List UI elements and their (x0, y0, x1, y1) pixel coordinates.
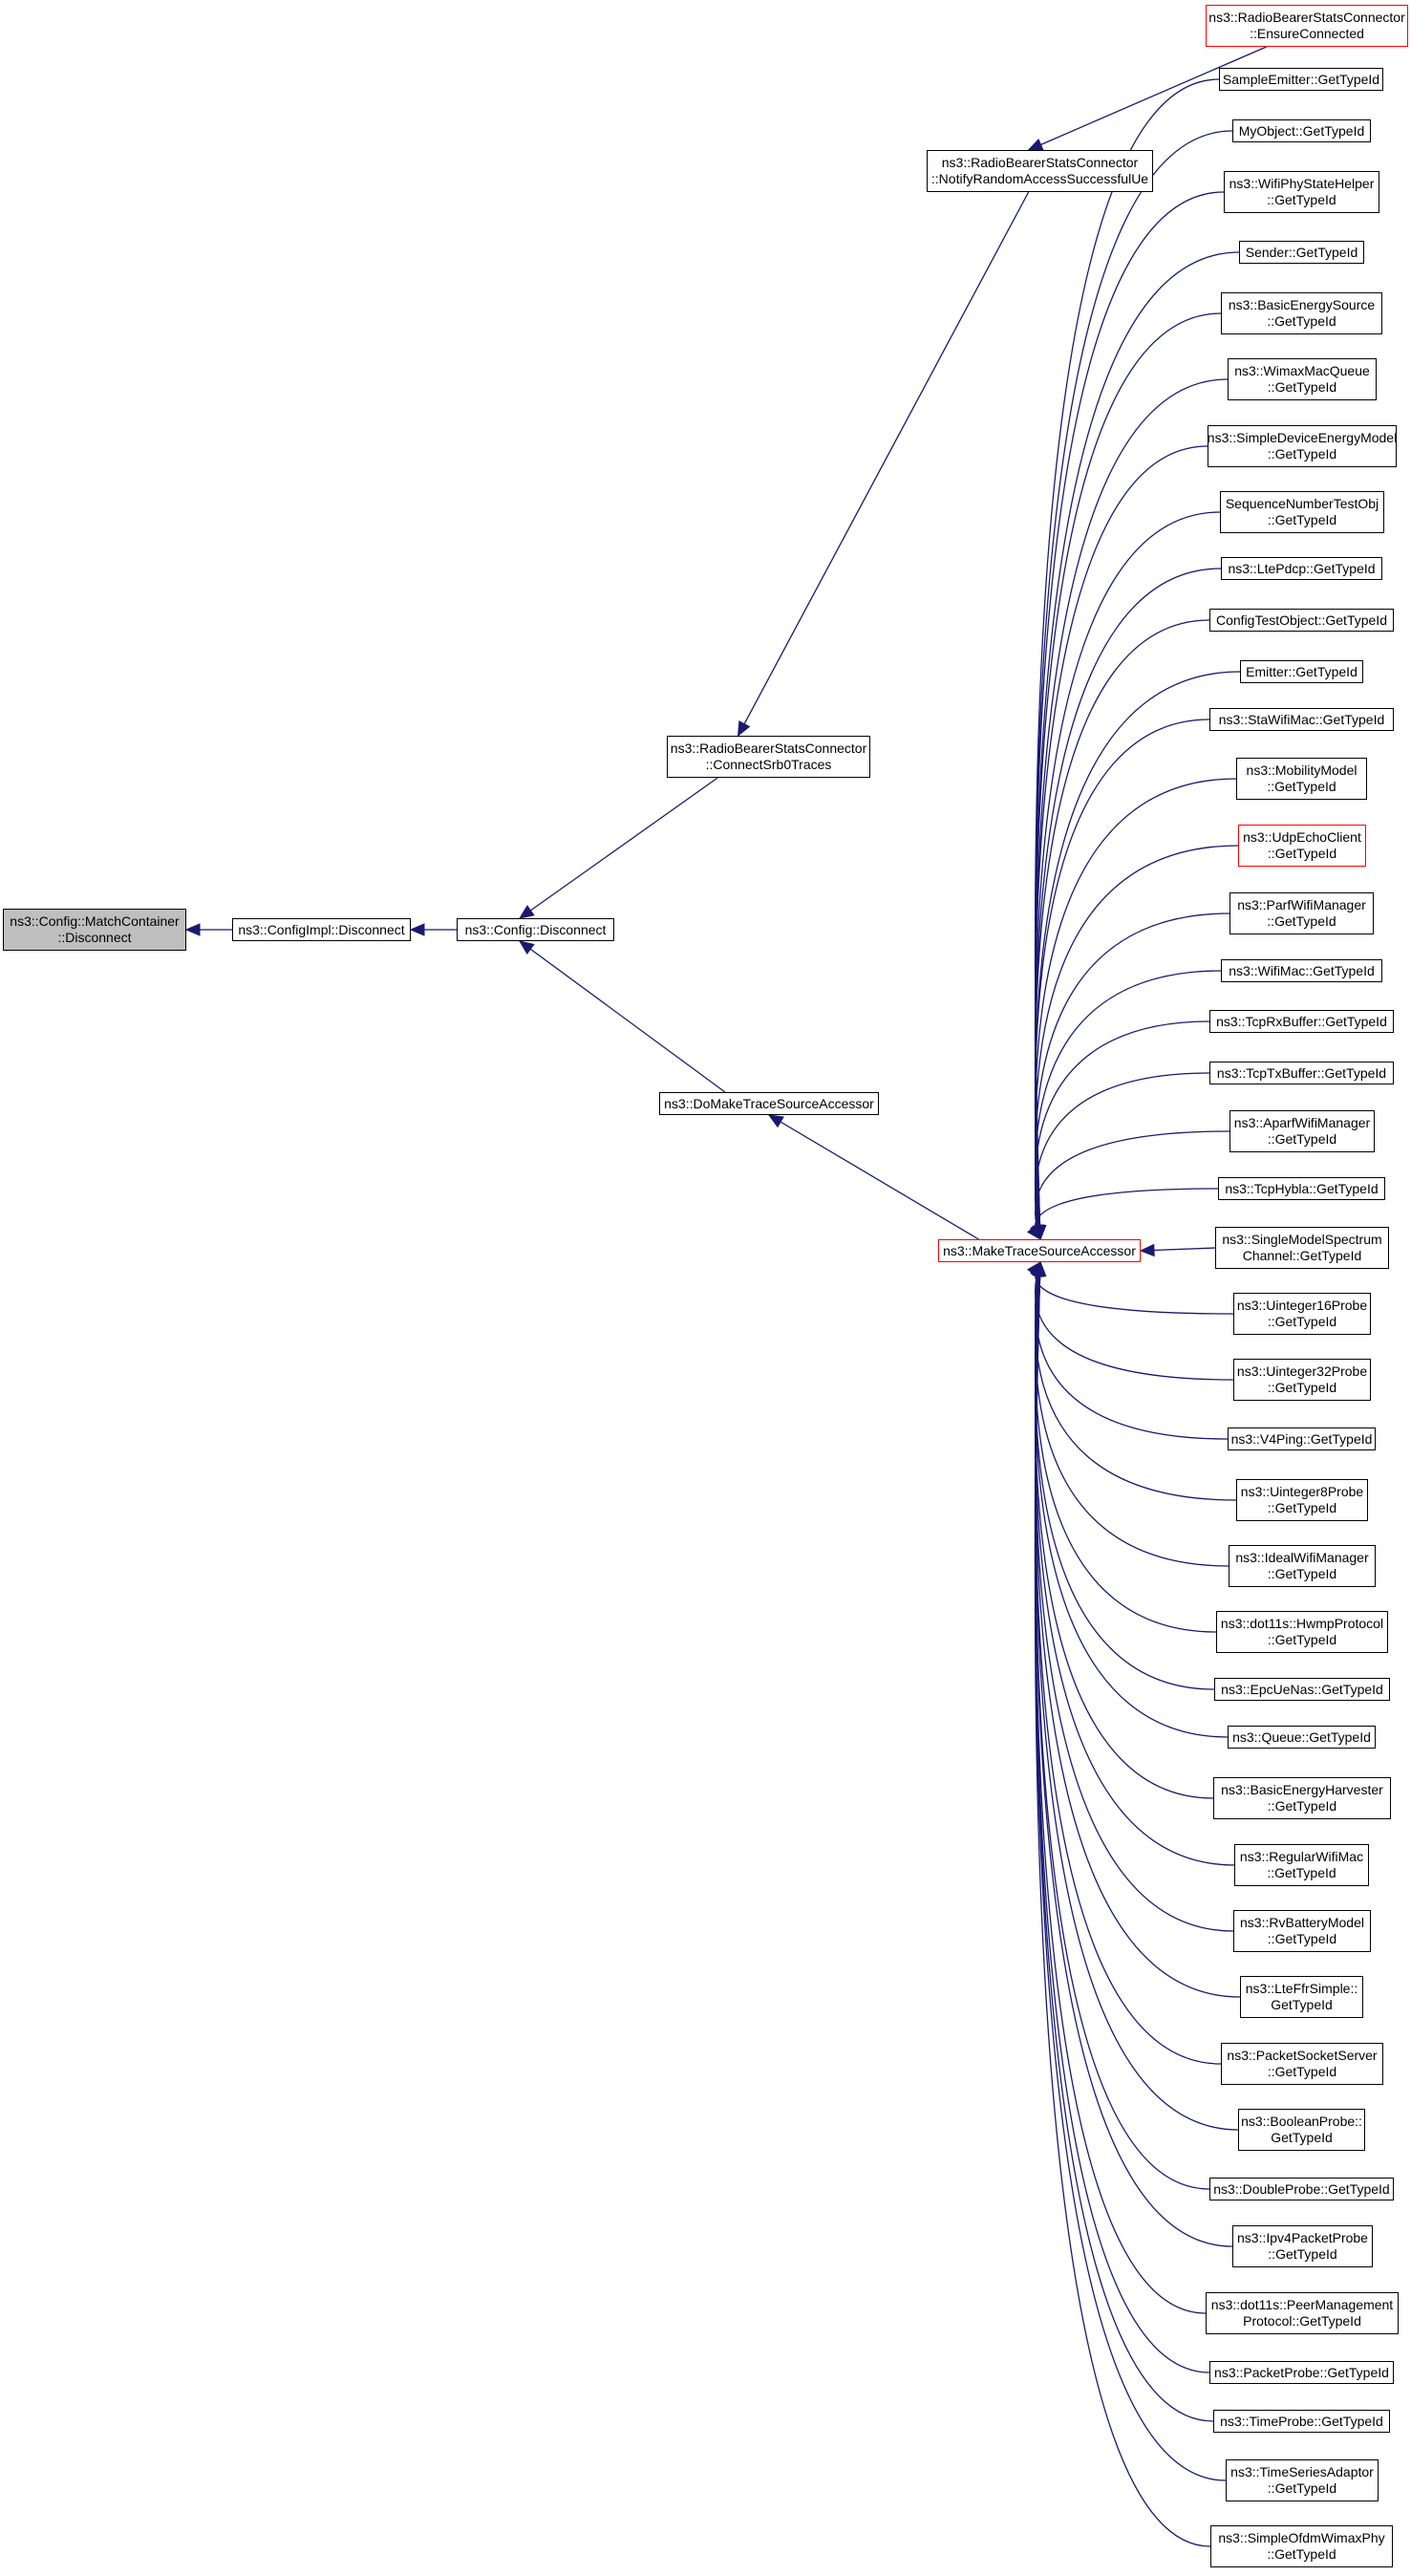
edge-ipv4-packet-probe-to-make-trace-source-accessor (1035, 1261, 1233, 2247)
node-tcp-tx-buffer-get-type-id[interactable]: ns3::TcpTxBuffer::GetTypeId (1209, 1062, 1394, 1084)
node-uinteger16-probe-get-type-id[interactable]: ns3::Uinteger16Probe ::GetTypeId (1233, 1293, 1371, 1335)
node-ideal-wifi-manager-get-type-id[interactable]: ns3::IdealWifiManager ::GetTypeId (1229, 1545, 1376, 1587)
edge-uinteger8-probe-to-make-trace-source-accessor (1035, 1261, 1237, 1501)
node-tcp-rx-buffer-get-type-id[interactable]: ns3::TcpRxBuffer::GetTypeId (1209, 1010, 1394, 1033)
node-basic-energy-source-get-type-id[interactable]: ns3::BasicEnergySource ::GetTypeId (1221, 292, 1382, 334)
arrowhead (518, 940, 535, 955)
node-connect-srb0-traces[interactable]: ns3::RadioBearerStatsConnector ::Connect… (667, 736, 870, 778)
edge-sender-to-make-trace-source-accessor (1035, 251, 1240, 1240)
edge-do-make-trace-source-accessor-to-config-disconnect (519, 940, 726, 1093)
node-basic-energy-harvester-get-type-id[interactable]: ns3::BasicEnergyHarvester ::GetTypeId (1213, 1777, 1391, 1819)
arrowhead (409, 923, 425, 936)
node-lte-ffr-simple-get-type-id[interactable]: ns3::LteFfrSimple:: GetTypeId (1240, 1976, 1363, 2018)
edge-hwmp-protocol-to-make-trace-source-accessor (1034, 1261, 1217, 1633)
arrowhead (1139, 1243, 1155, 1257)
edge-tcp-rx-buffer-to-make-trace-source-accessor (1034, 1020, 1210, 1240)
node-double-probe-get-type-id[interactable]: ns3::DoubleProbe::GetTypeId (1209, 2178, 1394, 2200)
arrowhead (1026, 1224, 1041, 1241)
node-aparf-wifi-manager-get-type-id[interactable]: ns3::AparfWifiManager ::GetTypeId (1229, 1110, 1375, 1152)
node-uinteger32-probe-get-type-id[interactable]: ns3::Uinteger32Probe ::GetTypeId (1233, 1359, 1371, 1401)
edge-rv-battery-model-to-make-trace-source-accessor (1035, 1261, 1234, 1932)
node-time-probe-get-type-id[interactable]: ns3::TimeProbe::GetTypeId (1213, 2410, 1390, 2433)
edge-peer-management-protocol-to-make-trace-source-accessor (1034, 1261, 1207, 2314)
edge-packet-probe-to-make-trace-source-accessor (1034, 1261, 1210, 2373)
node-epc-ue-nas-get-type-id[interactable]: ns3::EpcUeNas::GetTypeId (1214, 1678, 1390, 1701)
edge-ideal-wifi-manager-to-make-trace-source-accessor (1035, 1261, 1229, 1567)
node-time-series-adaptor-get-type-id[interactable]: ns3::TimeSeriesAdaptor ::GetTypeId (1226, 2459, 1379, 2501)
node-do-make-trace-source-accessor[interactable]: ns3::DoMakeTraceSourceAccessor (659, 1092, 879, 1115)
node-tcp-hybla-get-type-id[interactable]: ns3::TcpHybla::GetTypeId (1218, 1177, 1385, 1200)
node-wifi-mac-get-type-id[interactable]: ns3::WifiMac::GetTypeId (1221, 959, 1382, 982)
node-sample-emitter-get-type-id[interactable]: SampleEmitter::GetTypeId (1219, 68, 1383, 91)
edge-uinteger16-probe-to-make-trace-source-accessor (1035, 1261, 1234, 1315)
node-make-trace-source-accessor[interactable]: ns3::MakeTraceSourceAccessor (938, 1239, 1141, 1262)
node-sender-get-type-id[interactable]: Sender::GetTypeId (1239, 241, 1364, 264)
arrowhead (518, 905, 535, 919)
node-simple-ofdm-wimax-phy-get-type-id[interactable]: ns3::SimpleOfdmWimaxPhy ::GetTypeId (1210, 2525, 1393, 2567)
edge-simple-ofdm-wimax-phy-to-make-trace-source-accessor (1034, 1261, 1211, 2547)
edge-emitter-to-make-trace-source-accessor (1035, 671, 1241, 1240)
edge-v4-ping-to-make-trace-source-accessor (1035, 1261, 1229, 1440)
node-sta-wifi-mac-get-type-id[interactable]: ns3::StaWifiMac::GetTypeId (1209, 708, 1394, 731)
edge-uinteger32-probe-to-make-trace-source-accessor (1035, 1261, 1234, 1381)
node-lte-pdcp-get-type-id[interactable]: ns3::LtePdcp::GetTypeId (1221, 557, 1382, 580)
node-packet-socket-server-get-type-id[interactable]: ns3::PacketSocketServer ::GetTypeId (1221, 2043, 1383, 2085)
edge-aparf-wifi-manager-to-make-trace-source-accessor (1035, 1130, 1230, 1240)
arrowhead (1027, 139, 1044, 151)
node-regular-wifi-mac-get-type-id[interactable]: ns3::RegularWifiMac ::GetTypeId (1234, 1844, 1369, 1886)
edge-notify-random-access-to-connect-srb0-traces (737, 191, 1030, 737)
node-my-object-get-type-id[interactable]: MyObject::GetTypeId (1232, 119, 1371, 142)
edge-ensure-connected-to-notify-random-access (1028, 46, 1267, 151)
node-boolean-probe-get-type-id[interactable]: ns3::BooleanProbe:: GetTypeId (1238, 2109, 1365, 2151)
edge-config-test-object-to-make-trace-source-accessor (1034, 619, 1210, 1240)
node-hwmp-protocol-get-type-id[interactable]: ns3::dot11s::HwmpProtocol ::GetTypeId (1216, 1611, 1388, 1653)
node-simple-device-energy-model-get-type-id[interactable]: ns3::SimpleDeviceEnergyModel ::GetTypeId (1208, 425, 1397, 467)
node-sequence-number-test-obj-get-type-id[interactable]: SequenceNumberTestObj ::GetTypeId (1220, 491, 1384, 533)
arrowhead (184, 923, 201, 936)
node-udp-echo-client-get-type-id[interactable]: ns3::UdpEchoClient ::GetTypeId (1238, 825, 1366, 867)
arrowhead (1033, 1260, 1047, 1277)
node-ipv4-packet-probe-get-type-id[interactable]: ns3::Ipv4PacketProbe ::GetTypeId (1232, 2225, 1373, 2267)
node-notify-random-access-successful-ue[interactable]: ns3::RadioBearerStatsConnector ::NotifyR… (927, 150, 1153, 192)
node-uinteger8-probe-get-type-id[interactable]: ns3::Uinteger8Probe ::GetTypeId (1236, 1479, 1368, 1521)
edge-wifi-mac-to-make-trace-source-accessor (1034, 970, 1222, 1240)
node-packet-probe-get-type-id[interactable]: ns3::PacketProbe::GetTypeId (1209, 2361, 1394, 2384)
node-match-container-disconnect[interactable]: ns3::Config::MatchContainer ::Disconnect (3, 909, 186, 951)
node-config-test-object-get-type-id[interactable]: ConfigTestObject::GetTypeId (1209, 609, 1394, 632)
node-ensure-connected[interactable]: ns3::RadioBearerStatsConnector ::EnsureC… (1206, 5, 1408, 47)
node-rv-battery-model-get-type-id[interactable]: ns3::RvBatteryModel ::GetTypeId (1233, 1910, 1371, 1952)
node-parf-wifi-manager-get-type-id[interactable]: ns3::ParfWifiManager ::GetTypeId (1229, 892, 1374, 934)
node-emitter-get-type-id[interactable]: Emitter::GetTypeId (1240, 660, 1363, 683)
edge-sample-emitter-to-make-trace-source-accessor (1034, 78, 1220, 1240)
node-peer-management-protocol-get-type-id[interactable]: ns3::dot11s::PeerManagement Protocol::Ge… (1206, 2292, 1399, 2334)
edge-time-probe-to-make-trace-source-accessor (1034, 1261, 1214, 2422)
edge-regular-wifi-mac-to-make-trace-source-accessor (1035, 1261, 1235, 1866)
node-wimax-mac-queue-get-type-id[interactable]: ns3::WimaxMacQueue ::GetTypeId (1228, 358, 1377, 400)
edge-wimax-mac-queue-to-make-trace-source-accessor (1035, 378, 1229, 1240)
arrowhead (767, 1114, 784, 1128)
edge-tcp-hybla-to-make-trace-source-accessor (1035, 1188, 1219, 1240)
node-config-impl-disconnect[interactable]: ns3::ConfigImpl::Disconnect (232, 918, 411, 941)
edge-tcp-tx-buffer-to-make-trace-source-accessor (1034, 1072, 1210, 1240)
node-queue-get-type-id[interactable]: ns3::Queue::GetTypeId (1228, 1726, 1376, 1749)
node-v4-ping-get-type-id[interactable]: ns3::V4Ping::GetTypeId (1228, 1428, 1376, 1450)
edge-make-trace-source-accessor-to-do-make-trace-source-accessor (768, 1114, 979, 1240)
edge-basic-energy-source-to-make-trace-source-accessor (1034, 312, 1222, 1240)
node-single-model-spectrum-channel-get-type-id[interactable]: ns3::SingleModelSpectrum Channel::GetTyp… (1215, 1227, 1389, 1269)
node-mobility-model-get-type-id[interactable]: ns3::MobilityModel ::GetTypeId (1236, 758, 1367, 800)
node-config-disconnect[interactable]: ns3::Config::Disconnect (457, 918, 614, 941)
node-wifi-phy-state-helper-get-type-id[interactable]: ns3::WifiPhyStateHelper ::GetTypeId (1224, 171, 1379, 213)
edge-connect-srb0-traces-to-config-disconnect (519, 777, 718, 919)
arrowhead (737, 720, 751, 738)
edge-basic-energy-harvester-to-make-trace-source-accessor (1034, 1261, 1214, 1799)
